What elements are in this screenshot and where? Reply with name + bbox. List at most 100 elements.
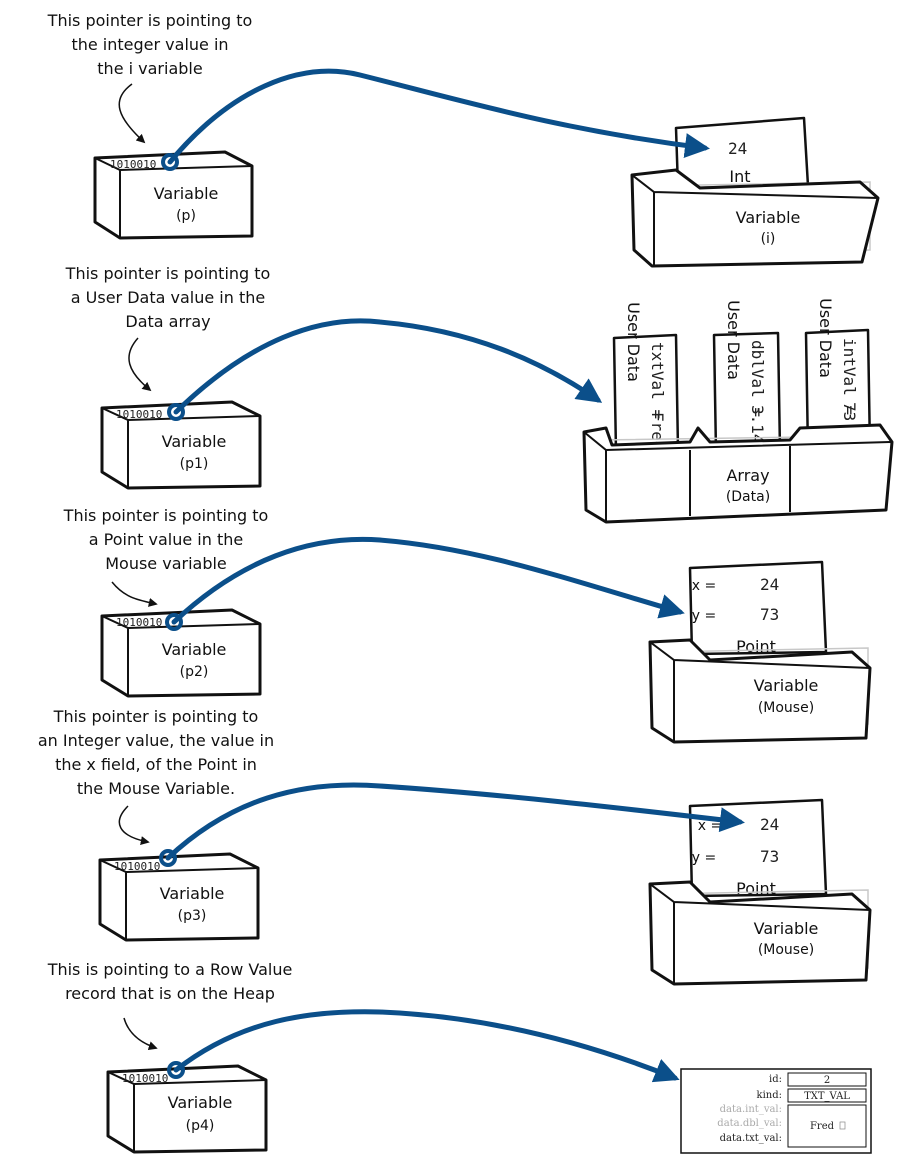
- caption-line: This pointer is pointing to: [53, 707, 259, 726]
- array-label: Array: [726, 466, 769, 485]
- point-target-mouse: x = 24 y = 73 Point Variable (Mouse): [648, 560, 872, 744]
- pointer-caption-p3: This pointer is pointing to an Integer v…: [38, 707, 274, 798]
- user-data-card: txtVal = Fred User Data: [612, 302, 680, 454]
- caption-line: Data array: [125, 312, 210, 331]
- pointer-bits: 1010010: [122, 1072, 168, 1085]
- pointer-origin: [159, 849, 177, 867]
- x-field-label: x =: [692, 578, 716, 594]
- y-field-label: y =: [692, 850, 716, 866]
- pointer-caption-p4: This is pointing to a Row Value record t…: [47, 960, 293, 1003]
- variable-box-p1: 1010010 Variable (p1): [100, 400, 262, 490]
- caption-arrow: [123, 1017, 158, 1050]
- caption-line: This pointer is pointing to: [47, 11, 253, 30]
- variable-label: Variable: [154, 184, 219, 203]
- y-field-value: 73: [760, 847, 779, 866]
- pointer-caption-p2: This pointer is pointing to a Point valu…: [63, 506, 269, 573]
- variable-box-p: 1010010 Variable (p): [93, 150, 254, 240]
- array-name: (Data): [726, 489, 770, 505]
- pointer-arrow-p1: [173, 318, 603, 415]
- record-value-data: Fred: [810, 1121, 835, 1132]
- point-kind-label: Point: [736, 879, 776, 898]
- array-target: txtVal = Fred User Data dblVal = 3.14 Us…: [582, 298, 894, 524]
- x-field-value: 24: [760, 575, 779, 594]
- caption-line: Mouse variable: [105, 554, 227, 573]
- variable-box-p3: 1010010 Variable (p3): [98, 852, 260, 942]
- pointer-caption-p: This pointer is pointing to the integer …: [47, 11, 253, 78]
- variable-box-p4: 1010010 Variable (p4): [106, 1064, 268, 1154]
- pointer-origin: [161, 153, 179, 171]
- variable-name: (p2): [180, 664, 209, 680]
- variable-name: (Mouse): [758, 700, 814, 716]
- int-target: 24 Int Variable (i): [630, 116, 880, 268]
- pointer-arrow-p4: [173, 1009, 680, 1083]
- variable-name: (i): [761, 231, 776, 247]
- caption-line: This pointer is pointing to: [63, 506, 269, 525]
- int-kind-label: Int: [729, 167, 750, 186]
- caption-arrow: [118, 805, 150, 845]
- record-key: kind:: [757, 1090, 782, 1101]
- pointer-arrow-p2: [171, 536, 685, 625]
- pointer-origin: [167, 1061, 185, 1079]
- record-key: data.int_val:: [720, 1104, 782, 1115]
- caption-line: the i variable: [97, 59, 202, 78]
- variable-label: Variable: [160, 884, 225, 903]
- variable-name: (p4): [186, 1118, 215, 1134]
- y-field-label: y =: [692, 608, 716, 624]
- int-value: 24: [728, 139, 747, 158]
- caption-arrow: [111, 581, 158, 607]
- variable-name: (Mouse): [758, 942, 814, 958]
- x-field-value: 24: [760, 815, 779, 834]
- variable-label: Variable: [754, 676, 819, 695]
- caption-line: This is pointing to a Row Value: [47, 960, 293, 979]
- user-data-kind: User Data: [624, 302, 643, 382]
- user-data-field: txtVal =: [648, 342, 667, 419]
- record-value-kind: TXT_VAL: [804, 1091, 850, 1102]
- x-field-label: x =: [698, 818, 722, 834]
- variable-name: (p3): [178, 908, 207, 924]
- caption-line: an Integer value, the value in: [38, 731, 274, 750]
- caption-arrow: [118, 83, 146, 144]
- variable-label: Variable: [736, 208, 801, 227]
- user-data-field: intVal =: [840, 338, 859, 415]
- point-kind-label: Point: [736, 637, 776, 656]
- caption-arrow: [128, 337, 152, 392]
- pointer-origin: [167, 403, 185, 421]
- record-value-id: 2: [824, 1075, 830, 1086]
- caption-line: a User Data value in the: [71, 288, 265, 307]
- pointer-caption-p1: This pointer is pointing to a User Data …: [65, 264, 271, 331]
- heap-record: id: kind: data.int_val: data.dbl_val: da…: [680, 1068, 872, 1154]
- caption-line: the x field, of the Point in: [55, 755, 257, 774]
- user-data-kind: User Data: [724, 300, 743, 380]
- user-data-value: 73: [840, 402, 859, 421]
- pointer-arrow-p: [167, 68, 710, 165]
- variable-box-p2: 1010010 Variable (p2): [100, 608, 262, 698]
- user-data-value: Fred: [648, 412, 667, 451]
- pointer-bits: 1010010: [116, 408, 162, 421]
- pointer-bits: 1010010: [116, 616, 162, 629]
- null-terminator-icon: [839, 1121, 846, 1130]
- point-target-mouse-x: x = 24 y = 73 Point Variable (Mouse): [648, 798, 872, 986]
- variable-label: Variable: [754, 919, 819, 938]
- pointer-bits: 1010010: [110, 158, 156, 171]
- caption-line: This pointer is pointing to: [65, 264, 271, 283]
- caption-line: the integer value in: [71, 35, 228, 54]
- caption-line: a Point value in the: [89, 530, 243, 549]
- record-key: data.txt_val:: [720, 1133, 782, 1144]
- pointer-arrow-p3: [165, 782, 745, 861]
- record-key: id:: [769, 1074, 782, 1085]
- user-data-kind: User Data: [816, 298, 835, 378]
- variable-label: Variable: [168, 1093, 233, 1112]
- user-data-card: dblVal = 3.14 User Data: [712, 300, 782, 454]
- y-field-value: 73: [760, 605, 779, 624]
- record-key: data.dbl_val:: [717, 1118, 782, 1129]
- variable-name: (p1): [180, 456, 209, 472]
- caption-line: the Mouse Variable.: [77, 779, 235, 798]
- pointer-origin: [165, 613, 183, 631]
- pointer-bits: 1010010: [114, 860, 160, 873]
- user-data-value: 3.14: [748, 405, 767, 444]
- user-data-field: dblVal =: [748, 340, 767, 417]
- variable-label: Variable: [162, 640, 227, 659]
- caption-line: record that is on the Heap: [65, 984, 275, 1003]
- variable-name: (p): [176, 208, 196, 224]
